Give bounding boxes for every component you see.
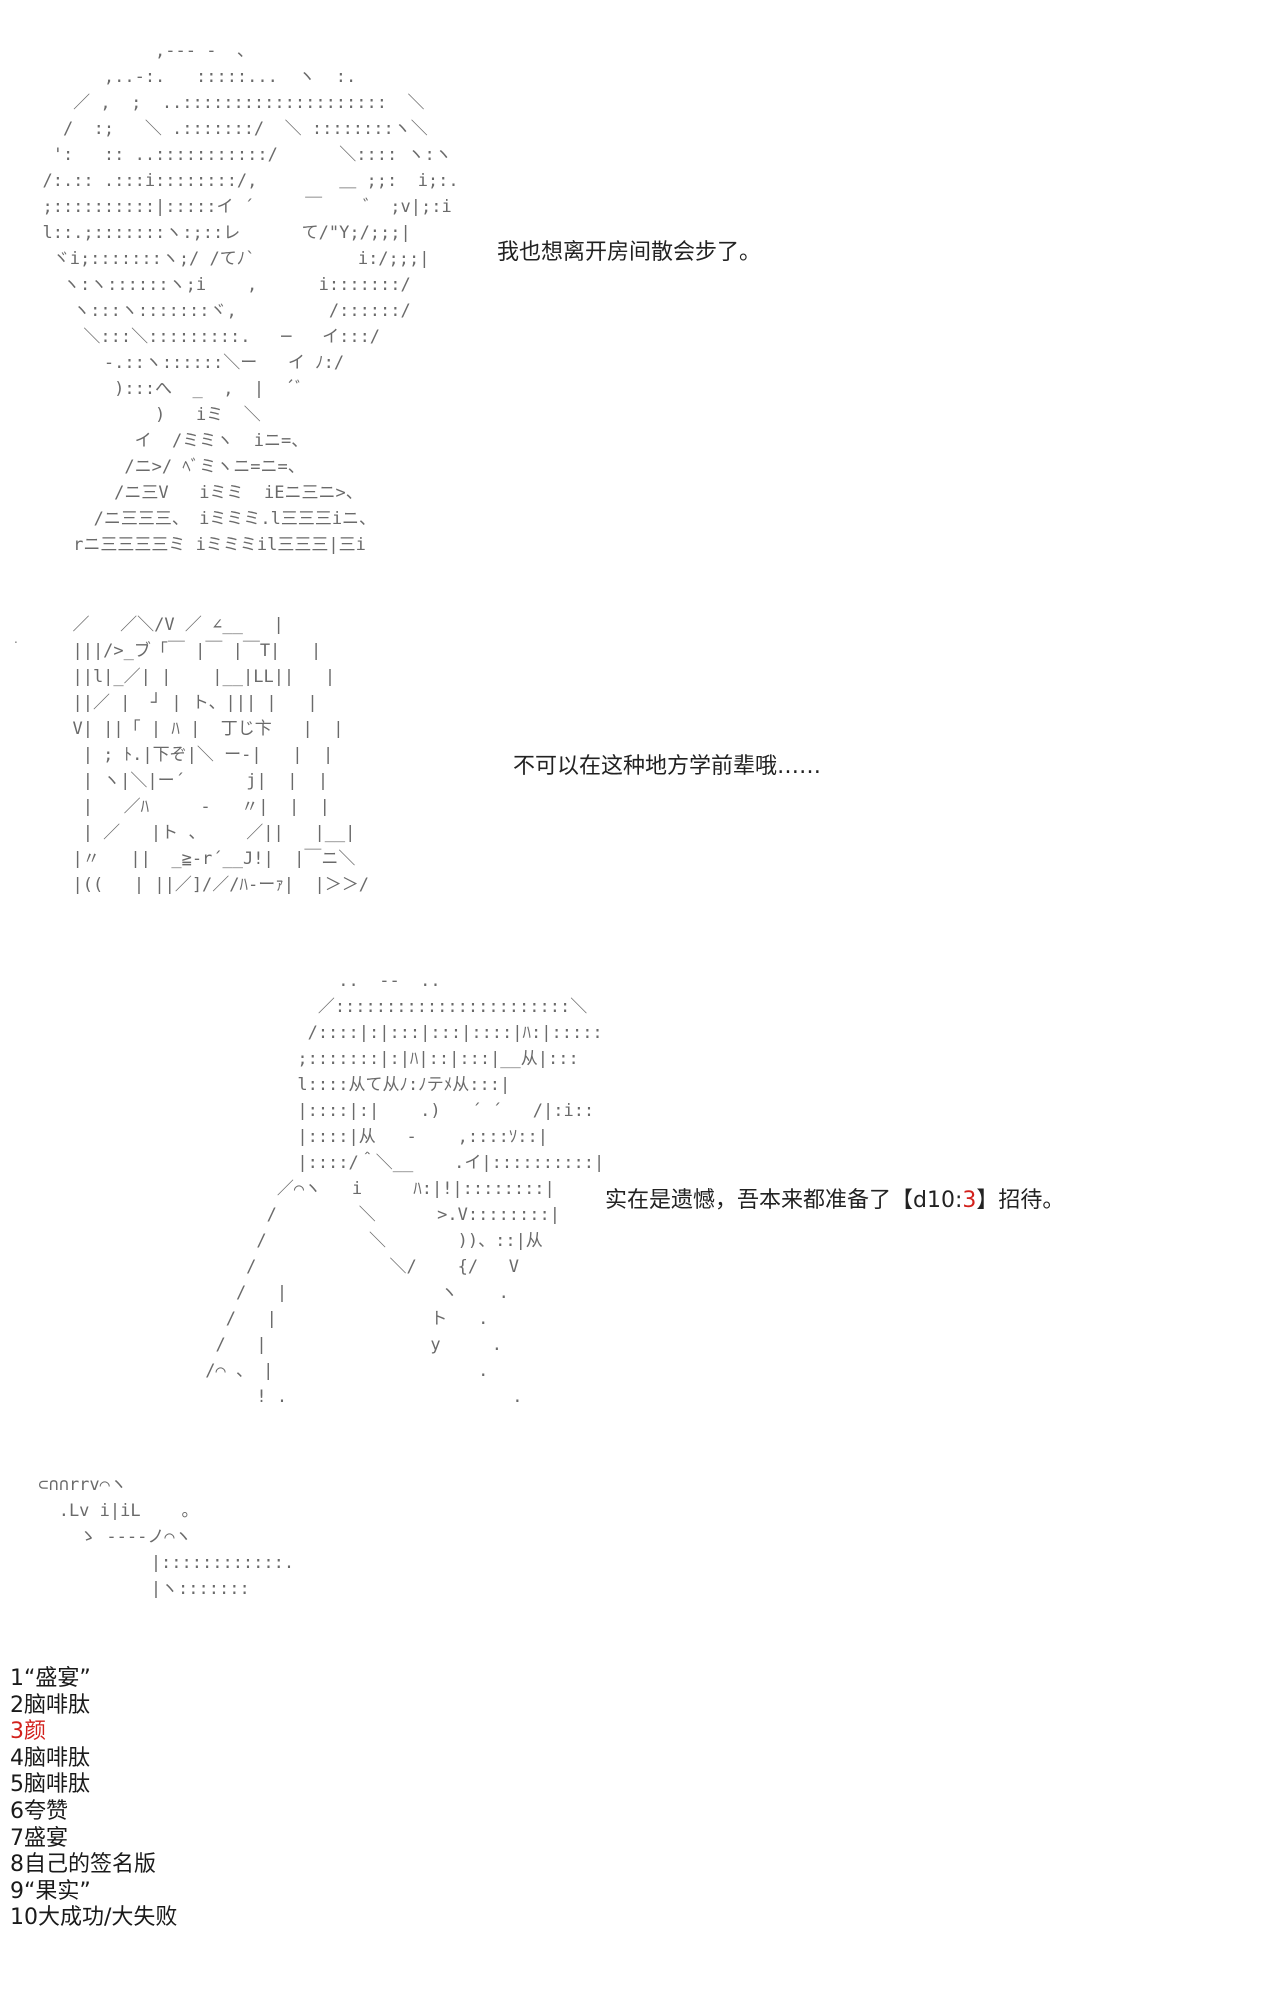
- roll-option: 9“果实”: [10, 1878, 91, 1904]
- roll-option-selected: 3颜: [10, 1719, 46, 1745]
- edge-dot: .: [14, 632, 18, 646]
- dialogue-3: 实在是遗憾，吾本来都准备了【d10:3】招待。: [605, 1182, 1064, 1214]
- character-art-3-hand: ⊂∩∩rrv⌒ヽ .Lv i|iL 。 ゝ ----ノ⌒ヽ |:::::::::…: [38, 1475, 295, 1599]
- dice-result: 3: [962, 1188, 977, 1213]
- dialogue-3-pre: 实在是遗憾，吾本来都准备了【d10:: [605, 1188, 963, 1213]
- roll-option: 1“盛宴”: [10, 1666, 91, 1691]
- character-art-2: ／ ／＼/V ／ ∠__ | |||/>_ブ「￣ |￣ |￣T| | ||l|_…: [72, 615, 369, 895]
- roll-option: 4脑啡肽: [10, 1745, 90, 1771]
- roll-option: 8自己的签名版: [10, 1852, 156, 1878]
- roll-table: 1“盛宴” 2脑啡肽 3颜 4脑啡肽 5脑啡肽 6夸赞 7盛宴 8自己的签名版 …: [10, 1666, 177, 1932]
- roll-option: 5脑啡肽: [10, 1772, 90, 1798]
- roll-option: 6夸赞: [10, 1798, 68, 1824]
- roll-option: 10大成功/大失败: [10, 1905, 178, 1931]
- character-art-3: .. -- .. ／:::::::::::::::::::::::＼ /::::…: [205, 971, 605, 1407]
- dialogue-3-post: 】招待。: [976, 1188, 1065, 1213]
- character-art-1: ‚--‐ ‐ 、 ,..-:. :::::... ヽ :. ／ , ; ..::…: [42, 41, 459, 555]
- dialogue-2: 不可以在这种地方学前辈哦……: [513, 754, 822, 779]
- dialogue-1: 我也想离开房间散会步了。: [497, 240, 762, 265]
- roll-option: 7盛宴: [10, 1825, 68, 1851]
- roll-option: 2脑啡肽: [10, 1692, 90, 1718]
